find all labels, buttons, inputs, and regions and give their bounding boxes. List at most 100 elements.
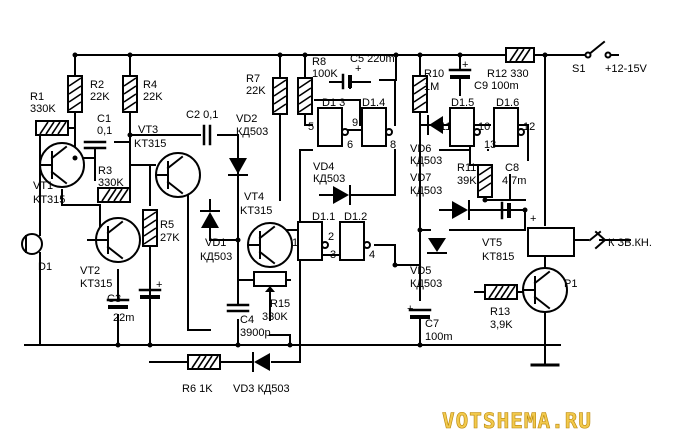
label-r10: R10	[424, 68, 444, 80]
label-d1: D1	[38, 261, 52, 273]
label-r2: R2	[90, 79, 104, 91]
label-c3-value: 22m	[113, 312, 134, 324]
label-r13: R13	[490, 306, 510, 318]
capacitor-c9	[448, 68, 472, 96]
label-c1: C1	[97, 113, 111, 125]
label-d1-3: D1 3	[322, 97, 345, 109]
diode-vd2	[228, 158, 248, 176]
pin-4: 4	[369, 249, 375, 261]
label-p1: P1	[564, 278, 577, 290]
label-r11-value: 39K	[457, 175, 477, 187]
capacitor-c5	[329, 73, 371, 90]
label-vd4-type: КД503	[313, 173, 345, 185]
label-r7-value: 22K	[246, 85, 266, 97]
label-r5: R5	[160, 219, 174, 231]
pin-9: 9	[352, 117, 358, 129]
resistor-r4	[122, 75, 138, 113]
label-c8-value: 4,7m	[502, 175, 526, 187]
label-c4-value: 3900p	[240, 327, 271, 339]
label-d1-5: D1.5	[451, 97, 474, 109]
resistor-r13	[484, 284, 518, 300]
pin-12: 12	[523, 121, 535, 133]
gate-d1-5	[449, 107, 475, 147]
label-vt4-type: KT315	[240, 205, 272, 217]
plus-sign: +	[407, 303, 413, 315]
resistor-r2	[67, 75, 83, 113]
diode-vd5	[427, 238, 447, 254]
capacitor-c1	[83, 140, 107, 150]
label-r15-value: 330K	[262, 311, 288, 323]
label-r2-value: 22K	[90, 91, 110, 103]
label-r4: R4	[143, 79, 157, 91]
pin-2: 2	[328, 231, 334, 243]
label-r8: R8	[312, 56, 326, 68]
label-vd5-type: КД503	[410, 278, 442, 290]
gate-d1-3	[317, 107, 343, 147]
gate-d1-6	[493, 107, 519, 147]
label-r12: R12 330	[487, 68, 529, 80]
capacitor-c2	[202, 124, 212, 146]
label-c5: C5 220m	[350, 53, 395, 65]
plus-sign: +	[156, 279, 162, 291]
resistor-r12	[505, 47, 535, 63]
diodes	[200, 115, 470, 372]
plus-sign: +	[355, 63, 361, 75]
resistor-r8	[297, 77, 313, 115]
label-r10-value: 1M	[424, 81, 439, 93]
capacitor-c7	[408, 308, 432, 319]
label-s1: S1	[572, 63, 585, 75]
label-r4-value: 22K	[143, 91, 163, 103]
label-vd7-type: КД503	[410, 185, 442, 197]
transistor-vt2	[95, 217, 141, 263]
resistor-r3	[97, 187, 131, 203]
transistor-vt5	[522, 267, 568, 313]
label-c8: C8	[505, 162, 519, 174]
transistor-vt4	[247, 222, 293, 268]
label-c3: C3	[107, 293, 121, 305]
label-r15: R15	[270, 298, 290, 310]
plus-sign: +	[462, 59, 468, 71]
resistor-r6	[187, 354, 221, 370]
pin-6: 6	[347, 139, 353, 151]
plus-sign: +	[530, 213, 536, 225]
label-supply: +12-15V	[605, 63, 648, 75]
label-r8-value: 100K	[312, 68, 338, 80]
component-labels: R1 330K R2 22K C1 0,1 R3 330K R4 22K VT3…	[30, 53, 652, 395]
label-c7-value: 100m	[425, 331, 453, 343]
diode-vd4	[333, 185, 351, 205]
label-r1: R1	[30, 91, 44, 103]
capacitor-c3	[106, 298, 130, 309]
label-vd3: VD3 КД503	[233, 383, 290, 395]
resistors	[35, 47, 535, 370]
label-vd6: VD6	[410, 143, 431, 155]
relay-p1	[527, 227, 621, 257]
pin-13: 13	[484, 139, 496, 151]
label-c9: C9 100m	[474, 80, 519, 92]
resistor-r1	[35, 120, 69, 136]
label-vt5: VT5	[482, 237, 502, 249]
pin-10: 10	[478, 121, 490, 133]
diode-vd7	[452, 200, 470, 220]
label-r6: R6 1K	[182, 383, 213, 395]
label-d1-2: D1.2	[344, 211, 367, 223]
label-load: К ЗВ.КН.	[608, 237, 652, 249]
label-vd4: VD4	[313, 161, 334, 173]
label-d1-6: D1.6	[496, 97, 519, 109]
switch-s1	[584, 40, 619, 59]
resistor-r11	[477, 164, 493, 198]
piezo-d1	[21, 233, 43, 255]
pin-5: 5	[308, 121, 314, 133]
gate-d1-2	[339, 221, 365, 261]
label-r1-value: 330K	[30, 103, 56, 115]
label-vd5: VD5	[410, 265, 431, 277]
resistor-r7	[272, 77, 288, 115]
label-vd6-type: КД503	[410, 155, 442, 167]
label-d1-1: D1.1	[312, 211, 335, 223]
label-r13-value: 3,9K	[490, 319, 513, 331]
gate-d1-4	[361, 107, 387, 147]
transistor-vt1	[39, 142, 85, 188]
label-c2: C2 0,1	[186, 109, 218, 121]
pin-8: 8	[390, 139, 396, 151]
label-vt2: VT2	[80, 265, 100, 277]
